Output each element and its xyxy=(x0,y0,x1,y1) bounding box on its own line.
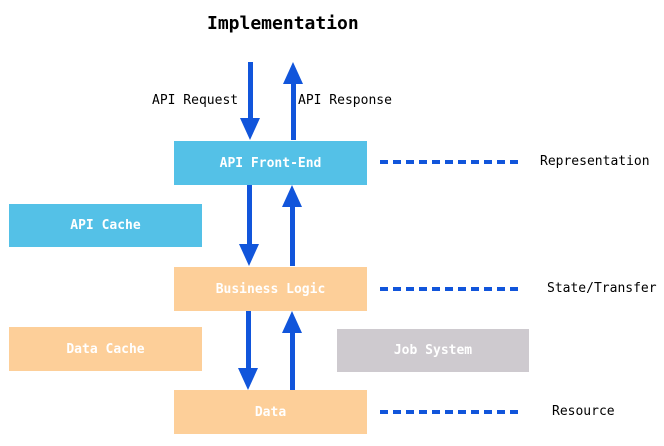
box-business-logic: Business Logic xyxy=(174,267,367,311)
api-response-label: API Response xyxy=(298,93,392,108)
box-data-cache-label: Data Cache xyxy=(66,341,145,357)
arrowhead-down-icon xyxy=(240,118,260,140)
arrowhead-up-icon xyxy=(283,62,303,84)
arrow-up-data-to-logic xyxy=(282,311,302,390)
arrow-shaft xyxy=(290,84,296,140)
arrowhead-up-icon xyxy=(282,311,302,333)
arrow-shaft xyxy=(246,185,252,244)
api-request-label: API Request xyxy=(152,93,239,108)
box-data: Data xyxy=(174,390,367,434)
arrow-down-frontend-to-logic xyxy=(239,185,259,266)
box-job-system-label: Job System xyxy=(393,343,473,358)
arrow-shaft xyxy=(289,207,295,266)
layer-label-representation: Representation xyxy=(540,154,650,169)
layer-label-state-transfer: State/Transfer xyxy=(547,281,657,296)
box-api-cache-label: API Cache xyxy=(70,218,141,233)
arrowhead-up-icon xyxy=(282,185,302,207)
box-api-cache: API Cache xyxy=(9,204,202,247)
dashed-line-resource xyxy=(380,410,521,414)
dashed-line-representation xyxy=(380,160,521,164)
arrow-down-logic-to-data xyxy=(238,311,258,390)
box-job-system: Job System xyxy=(337,329,529,372)
box-data-label: Data xyxy=(254,404,287,420)
arrow-up-api-response xyxy=(283,62,303,140)
arrowhead-down-icon xyxy=(238,368,258,390)
arrow-shaft xyxy=(245,311,251,368)
dashed-line-state-transfer xyxy=(380,287,521,291)
box-api-front-end: API Front-End xyxy=(174,141,367,185)
box-business-logic-label: Business Logic xyxy=(215,281,326,297)
layer-label-resource: Resource xyxy=(552,404,615,419)
arrow-shaft xyxy=(247,62,253,118)
arrow-down-api-request xyxy=(240,62,260,140)
box-api-front-end-label: API Front-End xyxy=(219,155,322,171)
arrowhead-down-icon xyxy=(239,244,259,266)
arrow-shaft xyxy=(289,333,295,390)
box-data-cache: Data Cache xyxy=(9,327,202,371)
diagram-title: Implementation xyxy=(207,13,359,34)
arrow-up-logic-to-frontend xyxy=(282,185,302,266)
